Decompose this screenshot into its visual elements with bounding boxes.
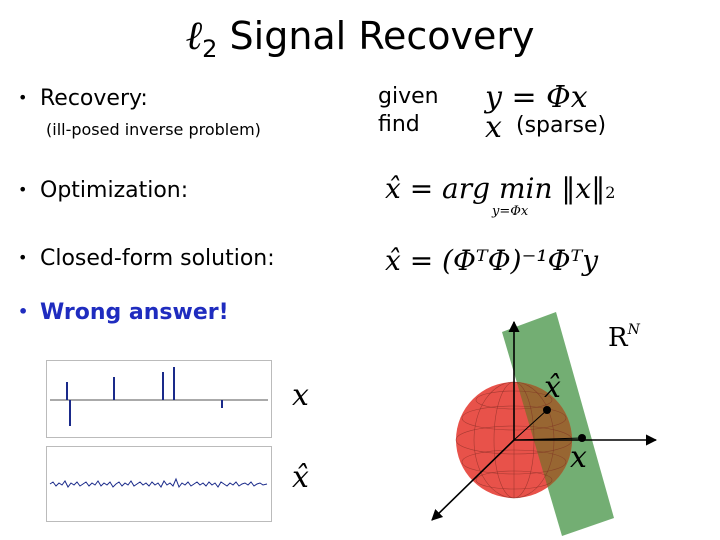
- sparse-signal-plot: [46, 360, 272, 438]
- bullet-optimization: •Optimization:: [18, 178, 189, 203]
- bullet-closed-form: •Closed-form solution:: [18, 246, 275, 271]
- sparse-spikes: [66, 367, 223, 426]
- l2-ball-geometry: [431, 312, 658, 536]
- x-point-label: x: [570, 440, 587, 475]
- bullet-wrong-answer: •Wrong answer!: [18, 300, 229, 325]
- find-variable: x: [485, 110, 502, 145]
- vector-xhat: [513, 409, 548, 441]
- ell-symbol: ℓ: [185, 13, 203, 59]
- plot-label-xhat: x̂: [292, 460, 309, 495]
- space-label: RN: [608, 322, 640, 353]
- plot-label-x: x: [292, 378, 309, 413]
- ball-plane-overlap: [502, 382, 572, 498]
- axis-depth: [431, 439, 515, 521]
- slide-title: ℓ2 Signal Recovery: [0, 12, 720, 63]
- vector-x: [513, 437, 583, 441]
- find-label: find: [378, 112, 420, 137]
- noisy-signal-line: [49, 477, 268, 489]
- point-x: [578, 434, 586, 442]
- point-xhat: [543, 406, 551, 414]
- closed-form-equation: x̂ = (ΦᵀΦ)⁻¹Φᵀy: [385, 244, 599, 277]
- bullet-recovery: •Recovery:: [18, 86, 148, 111]
- given-label: given: [378, 84, 439, 109]
- optimization-constraint: y=Φx: [492, 204, 529, 219]
- optimization-equation: x̂ = arg min ‖x‖2: [385, 172, 616, 205]
- ell-subscript: 2: [202, 35, 218, 63]
- given-equation: y = Φx: [485, 80, 588, 115]
- title-text: Signal Recovery: [229, 14, 535, 58]
- recovery-note: (ill-posed inverse problem): [46, 120, 261, 139]
- sparse-label: (sparse): [516, 113, 607, 138]
- recovered-signal-plot: [46, 446, 272, 522]
- plot-frame-top: [46, 360, 272, 438]
- xhat-point-label: x̂: [544, 370, 561, 405]
